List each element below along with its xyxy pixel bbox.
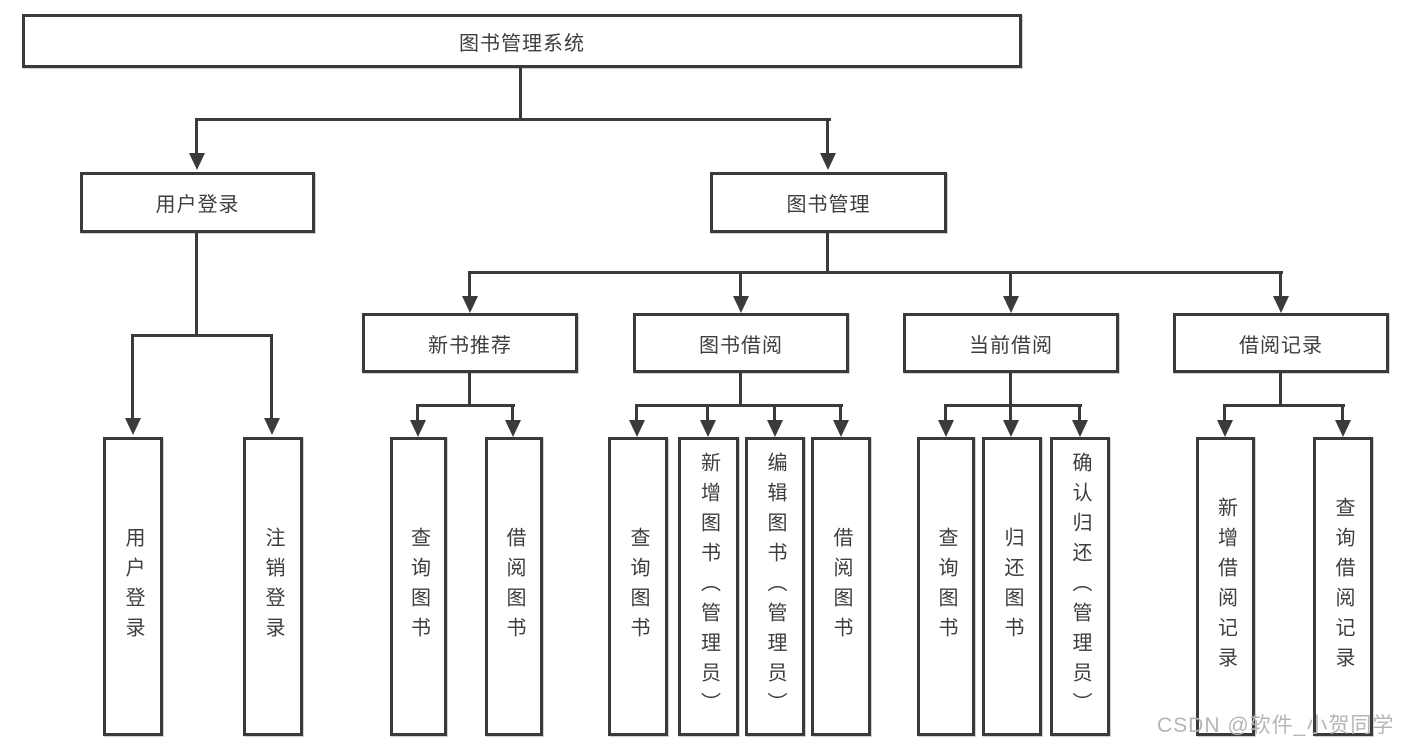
node-label: 编辑图书（管理员） xyxy=(764,451,786,722)
connector xyxy=(944,404,947,421)
leaf-query-borrow-record: 查询借阅记录 xyxy=(1313,437,1373,736)
node-label: 查询图书 xyxy=(627,526,649,647)
arrow-down-icon xyxy=(1003,296,1019,313)
connector xyxy=(706,404,709,421)
connector xyxy=(131,334,134,419)
leaf-logout: 注销登录 xyxy=(243,437,303,736)
arrow-down-icon xyxy=(1335,420,1351,437)
connector xyxy=(635,404,843,407)
arrow-down-icon xyxy=(1217,420,1233,437)
connector xyxy=(826,118,829,154)
node-label: 借阅图书 xyxy=(503,526,525,647)
node-label: 新书推荐 xyxy=(428,334,512,357)
arrow-down-icon xyxy=(1273,296,1289,313)
node-label: 确认归还（管理员） xyxy=(1069,451,1091,722)
connector xyxy=(519,66,522,120)
arrow-down-icon xyxy=(462,296,478,313)
arrow-down-icon xyxy=(505,420,521,437)
connector xyxy=(1341,404,1344,421)
node-label: 图书借阅 xyxy=(699,334,783,357)
leaf-query-books-borrowing: 查询图书 xyxy=(608,437,668,736)
arrow-down-icon xyxy=(125,418,141,435)
arrow-down-icon xyxy=(264,418,280,435)
arrow-down-icon xyxy=(938,420,954,437)
node-label: 借阅图书 xyxy=(830,526,852,647)
node-label: 查询借阅记录 xyxy=(1332,496,1354,677)
connector xyxy=(739,271,742,297)
node-label: 查询图书 xyxy=(935,526,957,647)
connector xyxy=(1223,404,1345,407)
connector xyxy=(468,271,471,297)
leaf-add-borrow-record: 新增借阅记录 xyxy=(1196,437,1255,736)
node-borrowing-records: 借阅记录 xyxy=(1173,313,1389,373)
leaf-borrow-books: 借阅图书 xyxy=(811,437,871,736)
connector xyxy=(1078,404,1081,421)
leaf-confirm-return-admin: 确认归还（管理员） xyxy=(1050,437,1110,736)
connector xyxy=(1009,271,1012,297)
connector xyxy=(511,404,514,421)
node-label: 新增借阅记录 xyxy=(1214,496,1237,677)
leaf-return-books: 归还图书 xyxy=(982,437,1042,736)
node-root-library-management-system: 图书管理系统 xyxy=(22,14,1022,68)
connector xyxy=(416,404,419,421)
arrow-down-icon xyxy=(1072,420,1088,437)
connector xyxy=(944,404,1082,407)
connector xyxy=(131,334,273,337)
connector xyxy=(1223,404,1226,421)
connector xyxy=(195,231,198,336)
connector xyxy=(468,371,471,407)
connector xyxy=(195,118,831,121)
connector xyxy=(468,271,1283,274)
connector xyxy=(1279,271,1282,297)
node-book-management: 图书管理 xyxy=(710,172,947,233)
arrow-down-icon xyxy=(1003,420,1019,437)
node-label: 图书管理 xyxy=(786,194,871,216)
arrow-down-icon xyxy=(820,153,836,170)
connector xyxy=(1009,404,1012,421)
connector xyxy=(195,118,198,154)
node-label: 查询图书 xyxy=(407,526,430,647)
arrow-down-icon xyxy=(733,296,749,313)
node-current-borrowing: 当前借阅 xyxy=(903,313,1119,373)
connector xyxy=(773,404,776,421)
node-label: 借阅记录 xyxy=(1239,334,1323,357)
node-label: 用户登录 xyxy=(155,194,240,216)
node-label: 注销登录 xyxy=(262,526,284,647)
arrow-down-icon xyxy=(767,420,783,437)
leaf-add-books-admin: 新增图书（管理员） xyxy=(678,437,739,736)
node-label: 图书管理系统 xyxy=(459,32,585,55)
connector xyxy=(635,404,638,421)
arrow-down-icon xyxy=(410,420,426,437)
arrow-down-icon xyxy=(700,420,716,437)
connector xyxy=(1279,371,1282,407)
csdn-watermark: CSDN @软件_小贺同学 xyxy=(1157,714,1395,737)
node-label: 用户登录 xyxy=(122,526,144,647)
connector xyxy=(839,404,842,421)
leaf-query-books-current: 查询图书 xyxy=(917,437,975,736)
node-new-book-recommendation: 新书推荐 xyxy=(362,313,578,373)
connector xyxy=(826,231,829,274)
leaf-query-books-recommend: 查询图书 xyxy=(390,437,447,736)
connector xyxy=(739,371,742,407)
connector xyxy=(1009,371,1012,407)
arrow-down-icon xyxy=(189,153,205,170)
arrow-down-icon xyxy=(833,420,849,437)
leaf-user-login: 用户登录 xyxy=(103,437,163,736)
node-book-borrowing: 图书借阅 xyxy=(633,313,849,373)
connector xyxy=(416,404,515,407)
node-label: 归还图书 xyxy=(1001,526,1023,647)
node-user-login: 用户登录 xyxy=(80,172,315,233)
leaf-edit-books-admin: 编辑图书（管理员） xyxy=(745,437,805,736)
arrow-down-icon xyxy=(629,420,645,437)
connector xyxy=(270,334,273,419)
node-label: 当前借阅 xyxy=(969,334,1053,357)
leaf-borrow-books-recommend: 借阅图书 xyxy=(485,437,543,736)
node-label: 新增图书（管理员） xyxy=(697,451,720,722)
